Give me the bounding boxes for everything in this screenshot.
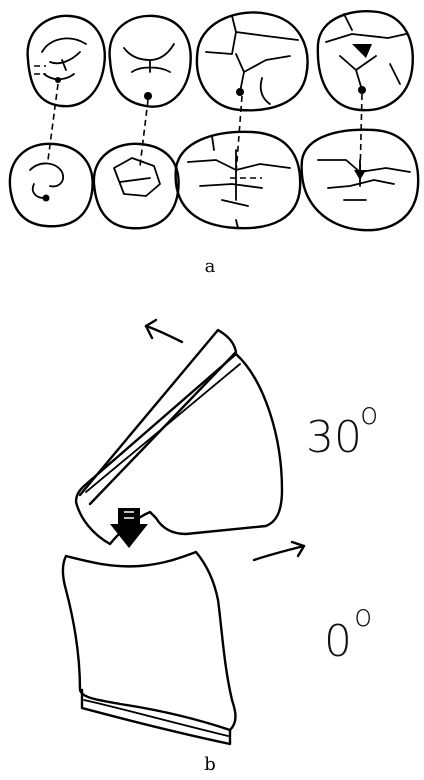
lower-tooth-2	[94, 144, 179, 228]
force-arrow-icon	[110, 508, 148, 548]
lower-tooth-block	[63, 552, 236, 744]
lower-angle-value: 0	[324, 616, 352, 667]
contact-point-icon	[358, 86, 366, 94]
panel-a-teeth-diagram: a	[10, 11, 418, 277]
upper-tooth-4	[318, 11, 413, 110]
alignment-lines	[48, 84, 362, 176]
lower-tooth-4	[302, 130, 419, 230]
lower-tooth-row	[10, 130, 418, 230]
rotation-arrow-icon	[146, 320, 182, 342]
panel-a-label: a	[205, 256, 216, 277]
upper-tooth-2	[110, 16, 191, 107]
contact-point-icon	[236, 88, 244, 96]
contact-point-icon	[55, 77, 61, 83]
lower-tooth-1	[10, 144, 93, 226]
upper-tooth-3	[197, 12, 308, 110]
upper-angle-degree: o	[360, 397, 378, 432]
rotation-arrow-icon	[254, 542, 304, 560]
upper-angle-value: 30	[306, 412, 362, 463]
upper-tilted-tooth	[76, 330, 282, 548]
contact-point-icon	[43, 195, 50, 202]
upper-tooth-1	[28, 16, 105, 106]
panel-b-label: b	[204, 754, 216, 775]
contact-point-icon	[144, 92, 152, 100]
upper-tooth-row	[28, 11, 413, 110]
panel-b-tilt-diagram: 30 o 0 o b	[63, 320, 378, 775]
lower-angle-degree: o	[354, 599, 372, 634]
